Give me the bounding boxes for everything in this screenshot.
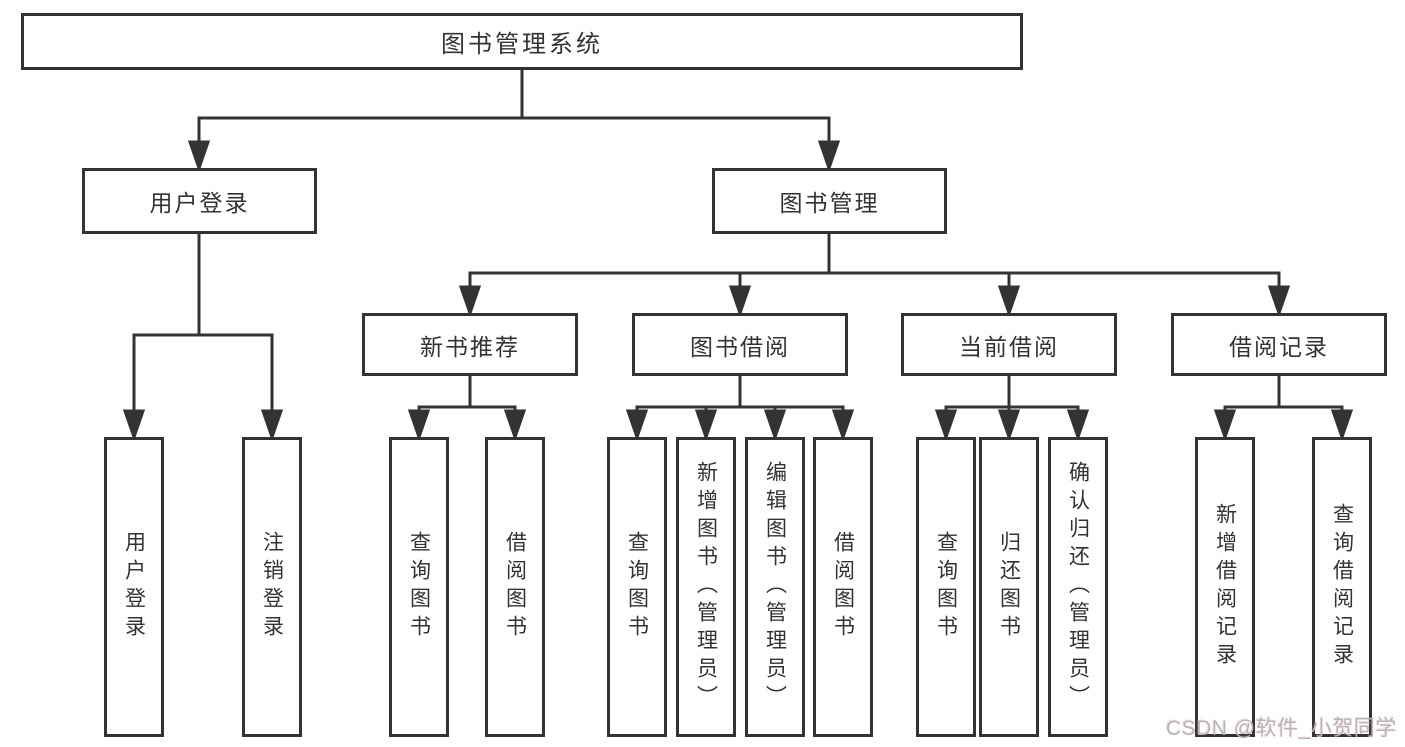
leaf-logout-label: 注销登录 [260,531,284,643]
csdn-watermark: CSDN @软件_小贺同学 [1166,717,1397,740]
leaf-add-borrow-record-label: 新增借阅记录 [1213,503,1237,671]
leaf-borrow-book-2-label: 借阅图书 [831,531,855,643]
leaf-edit-book-admin: 编辑图书（管理员） [745,437,805,737]
leaf-user-login: 用户登录 [104,437,164,737]
node-borrow-records-label: 借阅记录 [1229,333,1329,360]
leaf-borrow-book-1-label: 借阅图书 [503,531,527,643]
node-book-management: 图书管理 [712,168,947,234]
node-current-borrowing: 当前借阅 [901,313,1117,376]
node-book-management-label: 图书管理 [779,190,880,216]
node-current-borrowing-label: 当前借阅 [959,333,1059,360]
leaf-query-book-3-label: 查询图书 [934,531,958,643]
leaf-return-book: 归还图书 [979,437,1039,737]
leaf-query-borrow-record-label: 查询借阅记录 [1330,503,1354,671]
node-book-borrowing-label: 图书借阅 [690,333,790,360]
leaf-confirm-return-admin: 确认归还（管理员） [1048,437,1108,737]
leaf-query-book-1-label: 查询图书 [407,531,431,643]
node-borrow-records: 借阅记录 [1171,313,1387,376]
leaf-query-borrow-record: 查询借阅记录 [1312,437,1372,737]
node-new-book-recommend-label: 新书推荐 [420,333,520,360]
leaf-add-borrow-record: 新增借阅记录 [1195,437,1255,737]
node-root: 图书管理系统 [21,13,1023,70]
leaf-borrow-book-2: 借阅图书 [813,437,873,737]
leaf-user-login-label: 用户登录 [122,531,146,643]
leaf-add-book-admin: 新增图书（管理员） [676,437,736,737]
node-user-login-label: 用户登录 [149,190,250,216]
leaf-query-book-2: 查询图书 [607,437,667,737]
node-new-book-recommend: 新书推荐 [362,313,578,376]
leaf-query-book-3: 查询图书 [916,437,976,737]
leaf-logout: 注销登录 [242,437,302,737]
leaf-query-book-1: 查询图书 [389,437,449,737]
leaf-query-book-2-label: 查询图书 [625,531,649,643]
leaf-edit-book-admin-label: 编辑图书（管理员） [763,461,787,713]
leaf-add-book-admin-label: 新增图书（管理员） [694,461,718,713]
leaf-borrow-book-1: 借阅图书 [485,437,545,737]
leaf-return-book-label: 归还图书 [997,531,1021,643]
node-root-label: 图书管理系统 [441,31,603,58]
leaf-confirm-return-admin-label: 确认归还（管理员） [1066,461,1090,713]
node-user-login: 用户登录 [82,168,317,234]
node-book-borrowing: 图书借阅 [632,313,848,376]
